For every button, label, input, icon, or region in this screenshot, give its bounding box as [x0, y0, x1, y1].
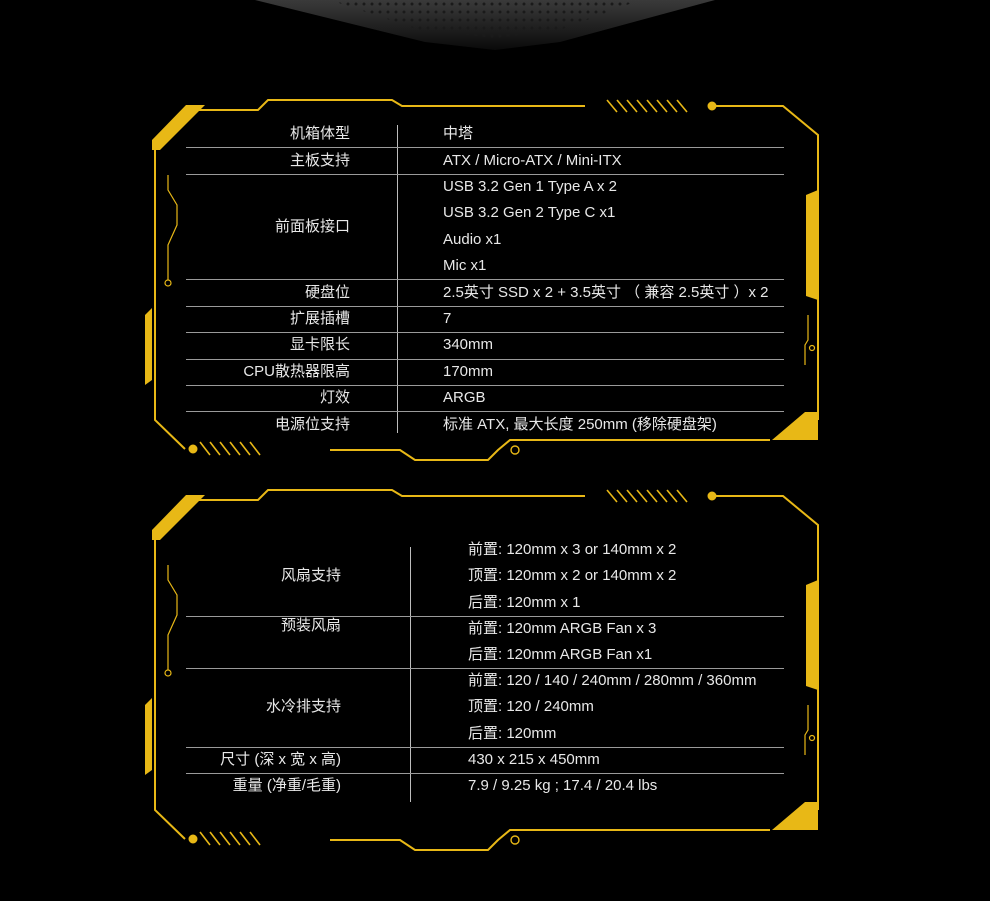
spec-label: 水冷排支持 [265, 698, 341, 716]
spec-value: Mic x1 [443, 257, 487, 275]
row-divider [186, 147, 784, 149]
spec-value: 顶置: 120mm x 2 or 140mm x 2 [468, 567, 677, 585]
spec-value: USB 3.2 Gen 2 Type C x1 [443, 204, 616, 222]
spec-label: 风扇支持 [280, 567, 341, 585]
spec-value: ARGB [443, 389, 486, 407]
spec-value: 7 [443, 310, 452, 327]
row-divider [186, 615, 784, 617]
row-divider [186, 358, 784, 360]
row-divider [186, 772, 784, 774]
spec-value: 顶置: 120 / 240mm [468, 698, 594, 716]
column-divider [397, 125, 398, 433]
spec-value: 后置: 120mm ARGB Fan x1 [468, 645, 653, 663]
row-divider [186, 746, 784, 748]
spec-value: 前置: 120mm ARGB Fan x 3 [468, 619, 657, 637]
spec-value: 后置: 120mm [468, 724, 557, 742]
spec-value: 2.5英寸 SSD x 2 + 3.5英寸 （ 兼容 2.5英寸 ）x 2 [443, 283, 769, 301]
spec-label: 电源位支持 [274, 415, 350, 433]
spec-value: ATX / Micro-ATX / Mini-ITX [443, 151, 622, 169]
spec-value: 前置: 120mm x 3 or 140mm x 2 [468, 541, 677, 559]
spec-value: 标准 ATX, 最大长度 250mm (移除硬盘架) [443, 415, 717, 433]
spec-label: 重量 (净重/毛重) [232, 776, 341, 794]
spec-label: 预装风扇 [280, 616, 341, 634]
spec-label: 主板支持 [289, 151, 350, 169]
spec-value: 340mm [443, 336, 494, 354]
row-divider [186, 668, 784, 669]
spec-label: 硬盘位 [304, 283, 350, 301]
row-divider [186, 279, 784, 281]
row-divider [186, 385, 784, 386]
spec-label: CPU散热器限高 [243, 362, 350, 380]
spec-value: 前置: 120 / 140 / 240mm / 280mm / 360mm [468, 672, 757, 690]
spec-value: USB 3.2 Gen 1 Type A x 2 [443, 178, 618, 195]
spec-value: 中塔 [443, 125, 474, 143]
spec-label: 尺寸 (深 x 宽 x 高) [220, 750, 341, 768]
row-divider [186, 173, 784, 175]
row-divider [186, 305, 784, 307]
spec-value: 后置: 120mm x 1 [468, 593, 581, 611]
column-divider [410, 547, 411, 802]
spec-label: 前面板接口 [274, 217, 350, 235]
spec-value: 7.9 / 9.25 kg ; 17.4 / 20.4 lbs [468, 776, 658, 794]
row-divider [186, 332, 784, 334]
spec-label: 显卡限长 [289, 336, 350, 354]
spec-value: 430 x 215 x 450mm [468, 750, 600, 768]
spec-label: 灯效 [319, 389, 350, 407]
spec-label: 机箱体型 [289, 125, 350, 143]
product-base-image [255, 0, 715, 50]
spec-value: Audio x1 [443, 230, 502, 248]
spec-value: 170mm [443, 362, 494, 380]
row-divider [186, 411, 784, 413]
spec-label: 扩展插槽 [289, 310, 350, 327]
